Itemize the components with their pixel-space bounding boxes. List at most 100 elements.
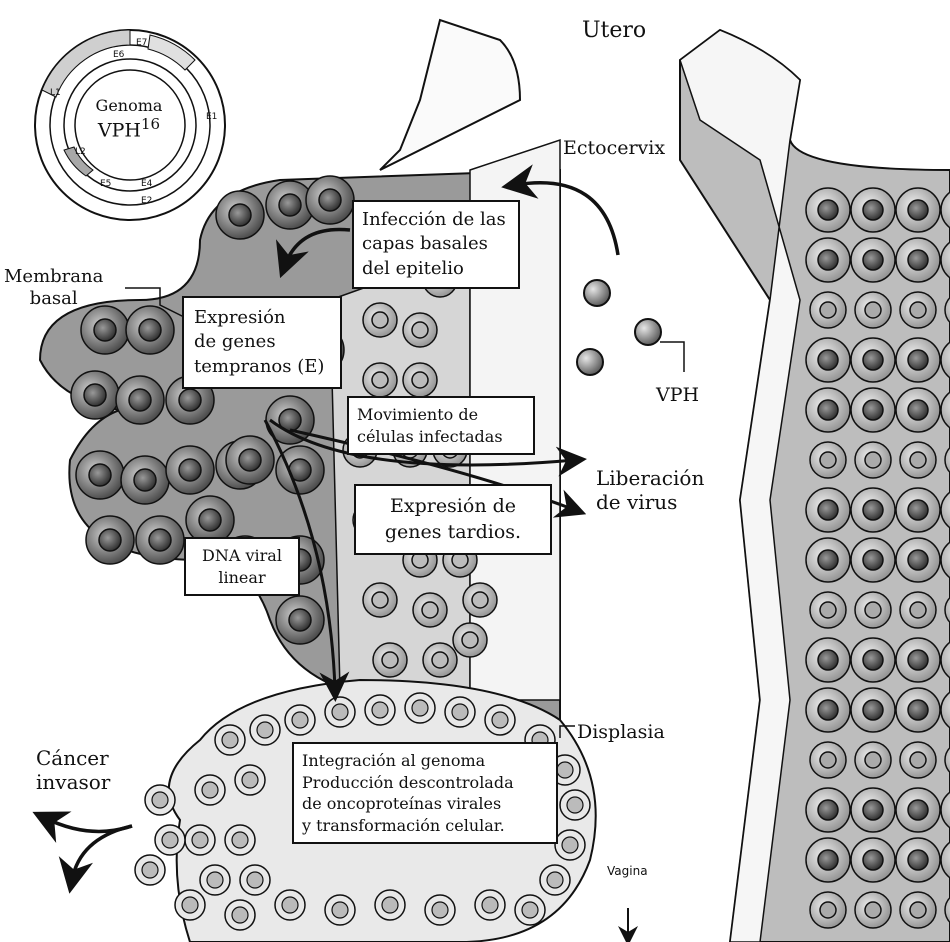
box-infeccion: Infección de las capas basales del epite… bbox=[352, 200, 520, 289]
cell-nucleus bbox=[863, 400, 883, 420]
genome-segment-e6: E6 bbox=[113, 50, 124, 61]
dysplastic-nucleus bbox=[282, 897, 298, 913]
cell-nucleus bbox=[818, 850, 838, 870]
cell-nucleus bbox=[279, 194, 301, 216]
cell-nucleus bbox=[863, 650, 883, 670]
cell-nucleus bbox=[910, 752, 926, 768]
cell-nucleus bbox=[908, 700, 928, 720]
cell-nucleus bbox=[179, 389, 201, 411]
dysplastic-nucleus bbox=[562, 837, 578, 853]
dysplastic-nucleus bbox=[152, 792, 168, 808]
cell-nucleus bbox=[149, 529, 171, 551]
label-vagina: Vagina bbox=[607, 864, 648, 878]
cell-nucleus bbox=[865, 302, 881, 318]
cell-nucleus bbox=[818, 700, 838, 720]
label-cancer-invasor: Cáncer invasor bbox=[36, 746, 110, 794]
arrow-cancer-2 bbox=[72, 826, 132, 880]
cell-nucleus bbox=[99, 529, 121, 551]
left-epithelium-upper bbox=[380, 20, 520, 170]
genome-segment-e4: E4 bbox=[141, 179, 152, 190]
dysplastic-nucleus bbox=[222, 732, 238, 748]
dysplastic-nucleus bbox=[412, 700, 428, 716]
dysplastic-nucleus bbox=[372, 702, 388, 718]
cell-nucleus bbox=[139, 319, 161, 341]
cell-nucleus bbox=[818, 400, 838, 420]
label-utero: Utero bbox=[582, 18, 646, 44]
cell-nucleus bbox=[865, 902, 881, 918]
cell-nucleus bbox=[199, 509, 221, 531]
cell-nucleus bbox=[820, 752, 836, 768]
label-displasia: Displasia bbox=[577, 721, 665, 744]
cell-nucleus bbox=[908, 650, 928, 670]
box-expresion-tardios: Expresión de genes tardios. bbox=[354, 484, 552, 555]
cell-nucleus bbox=[422, 602, 438, 618]
box-expresion-tempranos: Expresión de genes tempranos (E) bbox=[182, 296, 342, 389]
cell-nucleus bbox=[818, 650, 838, 670]
cell-nucleus bbox=[239, 449, 261, 471]
cell-nucleus bbox=[865, 602, 881, 618]
dysplastic-nucleus bbox=[207, 872, 223, 888]
cell-nucleus bbox=[908, 550, 928, 570]
dysplastic-nucleus bbox=[232, 907, 248, 923]
cell-nucleus bbox=[865, 752, 881, 768]
label-vph: VPH bbox=[656, 384, 699, 407]
dysplastic-nucleus bbox=[567, 797, 583, 813]
dysplastic-nucleus bbox=[482, 897, 498, 913]
cell-nucleus bbox=[412, 372, 428, 388]
cell-nucleus bbox=[818, 500, 838, 520]
cell-nucleus bbox=[432, 652, 448, 668]
cell-nucleus bbox=[908, 400, 928, 420]
cell-nucleus bbox=[129, 389, 151, 411]
cell-nucleus bbox=[382, 652, 398, 668]
cell-nucleus bbox=[908, 500, 928, 520]
dysplastic-nucleus bbox=[332, 704, 348, 720]
label-liberacion-virus: Liberación de virus bbox=[596, 466, 704, 514]
cell-nucleus bbox=[462, 632, 478, 648]
cell-nucleus bbox=[908, 200, 928, 220]
cell-nucleus bbox=[863, 350, 883, 370]
cell-nucleus bbox=[863, 800, 883, 820]
cell-nucleus bbox=[863, 850, 883, 870]
cell-nucleus bbox=[818, 200, 838, 220]
dysplastic-nucleus bbox=[547, 872, 563, 888]
box-integracion: Integración al genoma Producción descont… bbox=[292, 742, 558, 844]
virion bbox=[584, 280, 610, 306]
dysplastic-nucleus bbox=[332, 902, 348, 918]
dysplastic-nucleus bbox=[182, 897, 198, 913]
cell-nucleus bbox=[863, 550, 883, 570]
cell-nucleus bbox=[818, 800, 838, 820]
cell-nucleus bbox=[818, 250, 838, 270]
box-dna-viral: DNA viral linear bbox=[184, 537, 300, 596]
dysplastic-nucleus bbox=[257, 722, 273, 738]
dysplastic-nucleus bbox=[492, 712, 508, 728]
cell-nucleus bbox=[910, 302, 926, 318]
cell-nucleus bbox=[863, 200, 883, 220]
genome-segment-l1: L1 bbox=[50, 88, 61, 99]
genome-segment-e5: E5 bbox=[100, 179, 111, 190]
cell-nucleus bbox=[820, 452, 836, 468]
box-movimiento: Movimiento de células infectadas bbox=[347, 396, 535, 455]
cell-nucleus bbox=[910, 902, 926, 918]
dysplastic-nucleus bbox=[142, 862, 158, 878]
cell-nucleus bbox=[372, 312, 388, 328]
virion bbox=[577, 349, 603, 375]
cell-nucleus bbox=[89, 464, 111, 486]
cell-nucleus bbox=[94, 319, 116, 341]
genome-segment-l2: L2 bbox=[75, 147, 86, 158]
genome-title: Genoma VPH16 bbox=[89, 96, 169, 142]
cell-nucleus bbox=[863, 500, 883, 520]
cell-nucleus bbox=[865, 452, 881, 468]
cell-nucleus bbox=[820, 602, 836, 618]
cell-nucleus bbox=[319, 189, 341, 211]
cell-nucleus bbox=[908, 800, 928, 820]
cell-nucleus bbox=[908, 350, 928, 370]
dysplastic-nucleus bbox=[247, 872, 263, 888]
dysplastic-nucleus bbox=[432, 902, 448, 918]
genome-segment-e1: E1 bbox=[206, 112, 217, 123]
cell-nucleus bbox=[820, 302, 836, 318]
dysplastic-nucleus bbox=[162, 832, 178, 848]
cell-nucleus bbox=[863, 250, 883, 270]
cell-nucleus bbox=[372, 592, 388, 608]
cell-nucleus bbox=[818, 350, 838, 370]
